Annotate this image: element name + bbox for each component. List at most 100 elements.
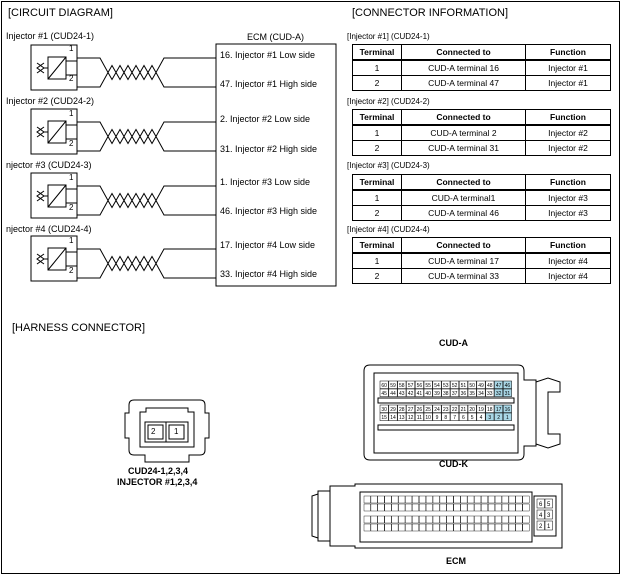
connector-pin: 2 bbox=[494, 412, 504, 421]
connector-pin bbox=[501, 495, 509, 504]
connector-pin bbox=[384, 495, 392, 504]
connector-pin: 38 bbox=[441, 388, 451, 397]
svg-text:5: 5 bbox=[471, 415, 474, 421]
connector-pin: 40 bbox=[423, 388, 433, 397]
connector-pin bbox=[481, 515, 488, 524]
header-function: Function bbox=[525, 44, 611, 61]
svg-text:37: 37 bbox=[452, 391, 458, 397]
connector-pin bbox=[419, 503, 426, 512]
connector-pin bbox=[377, 503, 385, 512]
injector-connector-shape bbox=[124, 399, 210, 463]
connector-pin: 17 bbox=[494, 404, 504, 413]
connector-pin bbox=[425, 503, 433, 512]
connector-pin: 29 bbox=[388, 404, 398, 413]
svg-text:27: 27 bbox=[408, 407, 414, 413]
connector-pin bbox=[501, 503, 509, 512]
svg-text:60: 60 bbox=[381, 383, 387, 389]
connector-pin: 30 bbox=[379, 404, 389, 413]
connector-pin bbox=[432, 503, 440, 512]
connector-pin bbox=[439, 503, 447, 512]
svg-text:44: 44 bbox=[390, 391, 396, 397]
svg-text:1: 1 bbox=[547, 524, 551, 530]
connector-pin: 7 bbox=[450, 412, 460, 421]
connector-pin: 33 bbox=[485, 388, 495, 397]
table-4-caption: [Injector #4] (CUD24-4) bbox=[347, 225, 430, 234]
connector-pin: 50 bbox=[467, 380, 477, 389]
svg-text:22: 22 bbox=[452, 407, 458, 413]
injector-2-label: Injector #2 (CUD24-2) bbox=[6, 96, 95, 106]
harness-connector-title: [HARNESS CONNECTOR] bbox=[12, 322, 146, 334]
cell-connected-to: CUD-A terminal 33 bbox=[401, 268, 526, 284]
connector-pin: 31 bbox=[502, 388, 512, 397]
injector-1-pin-2: 2 bbox=[69, 74, 74, 83]
svg-text:52: 52 bbox=[452, 383, 458, 389]
svg-text:47: 47 bbox=[496, 383, 502, 389]
svg-text:5: 5 bbox=[547, 502, 551, 508]
injector-coil-symbol bbox=[36, 247, 77, 271]
ecm-label: ECM (CUD-A) bbox=[247, 32, 304, 42]
connector-pin bbox=[474, 495, 482, 504]
connector-pin bbox=[405, 515, 413, 524]
connector-pin: 48 bbox=[485, 380, 495, 389]
connector-pin: 51 bbox=[458, 380, 468, 389]
connector-pin bbox=[467, 495, 475, 504]
ecm-pin-2: 2. Injector #2 Low side bbox=[220, 114, 311, 124]
connector-pin: 47 bbox=[494, 380, 504, 389]
connector-pin: 5 bbox=[544, 498, 553, 509]
svg-text:49: 49 bbox=[478, 383, 484, 389]
connector-pin bbox=[370, 523, 378, 532]
connector-pin bbox=[391, 523, 399, 532]
connector-pin bbox=[425, 495, 433, 504]
connector-pin bbox=[363, 523, 371, 532]
connector-pin bbox=[363, 515, 371, 524]
svg-text:58: 58 bbox=[399, 383, 405, 389]
connector-pin bbox=[384, 515, 392, 524]
svg-text:23: 23 bbox=[443, 407, 449, 413]
connector-pin bbox=[467, 503, 475, 512]
svg-text:4: 4 bbox=[539, 513, 543, 519]
connector-pin bbox=[501, 523, 509, 532]
connector-pin: 32 bbox=[494, 388, 504, 397]
connector-pin bbox=[370, 515, 378, 524]
svg-text:2: 2 bbox=[497, 415, 500, 421]
connector-pin bbox=[370, 503, 378, 512]
injector-coil-symbol bbox=[36, 120, 77, 144]
cell-function: Injector #4 bbox=[525, 268, 611, 284]
svg-text:4: 4 bbox=[480, 415, 483, 421]
connector-pin bbox=[363, 503, 371, 512]
connector-pin: 24 bbox=[432, 404, 442, 413]
connector-pin bbox=[419, 515, 426, 524]
connector-pin bbox=[488, 495, 495, 504]
connector-pin bbox=[439, 523, 447, 532]
cud-a-label: CUD-A bbox=[439, 338, 468, 348]
connector-pin bbox=[488, 503, 495, 512]
connector-pin bbox=[515, 523, 523, 532]
ecm-pin-46: 46. Injector #3 High side bbox=[220, 206, 318, 216]
connector-pin: 21 bbox=[458, 404, 468, 413]
connector-pin: 19 bbox=[476, 404, 486, 413]
ecm-pin-1: 1. Injector #3 Low side bbox=[220, 177, 311, 187]
injector-connector-caption-2: INJECTOR #1,2,3,4 bbox=[117, 477, 198, 487]
cell-function: Injector #4 bbox=[525, 252, 611, 269]
ecm-connector-label: ECM bbox=[446, 556, 466, 566]
connector-pin: 44 bbox=[388, 388, 398, 397]
connector-pin: 8 bbox=[441, 412, 451, 421]
connector-information-title: [CONNECTOR INFORMATION] bbox=[352, 7, 509, 19]
connector-pin: 41 bbox=[414, 388, 424, 397]
connector-pin bbox=[419, 523, 426, 532]
connector-pin bbox=[460, 523, 468, 532]
injector-3-pin-2: 2 bbox=[69, 203, 74, 212]
connector-pin: 18 bbox=[485, 404, 495, 413]
connector-pin bbox=[481, 523, 488, 532]
connector-pin bbox=[474, 503, 482, 512]
connector-pin bbox=[460, 515, 468, 524]
connector-pin bbox=[488, 523, 495, 532]
svg-text:39: 39 bbox=[434, 391, 440, 397]
connector-pin: 11 bbox=[414, 412, 424, 421]
